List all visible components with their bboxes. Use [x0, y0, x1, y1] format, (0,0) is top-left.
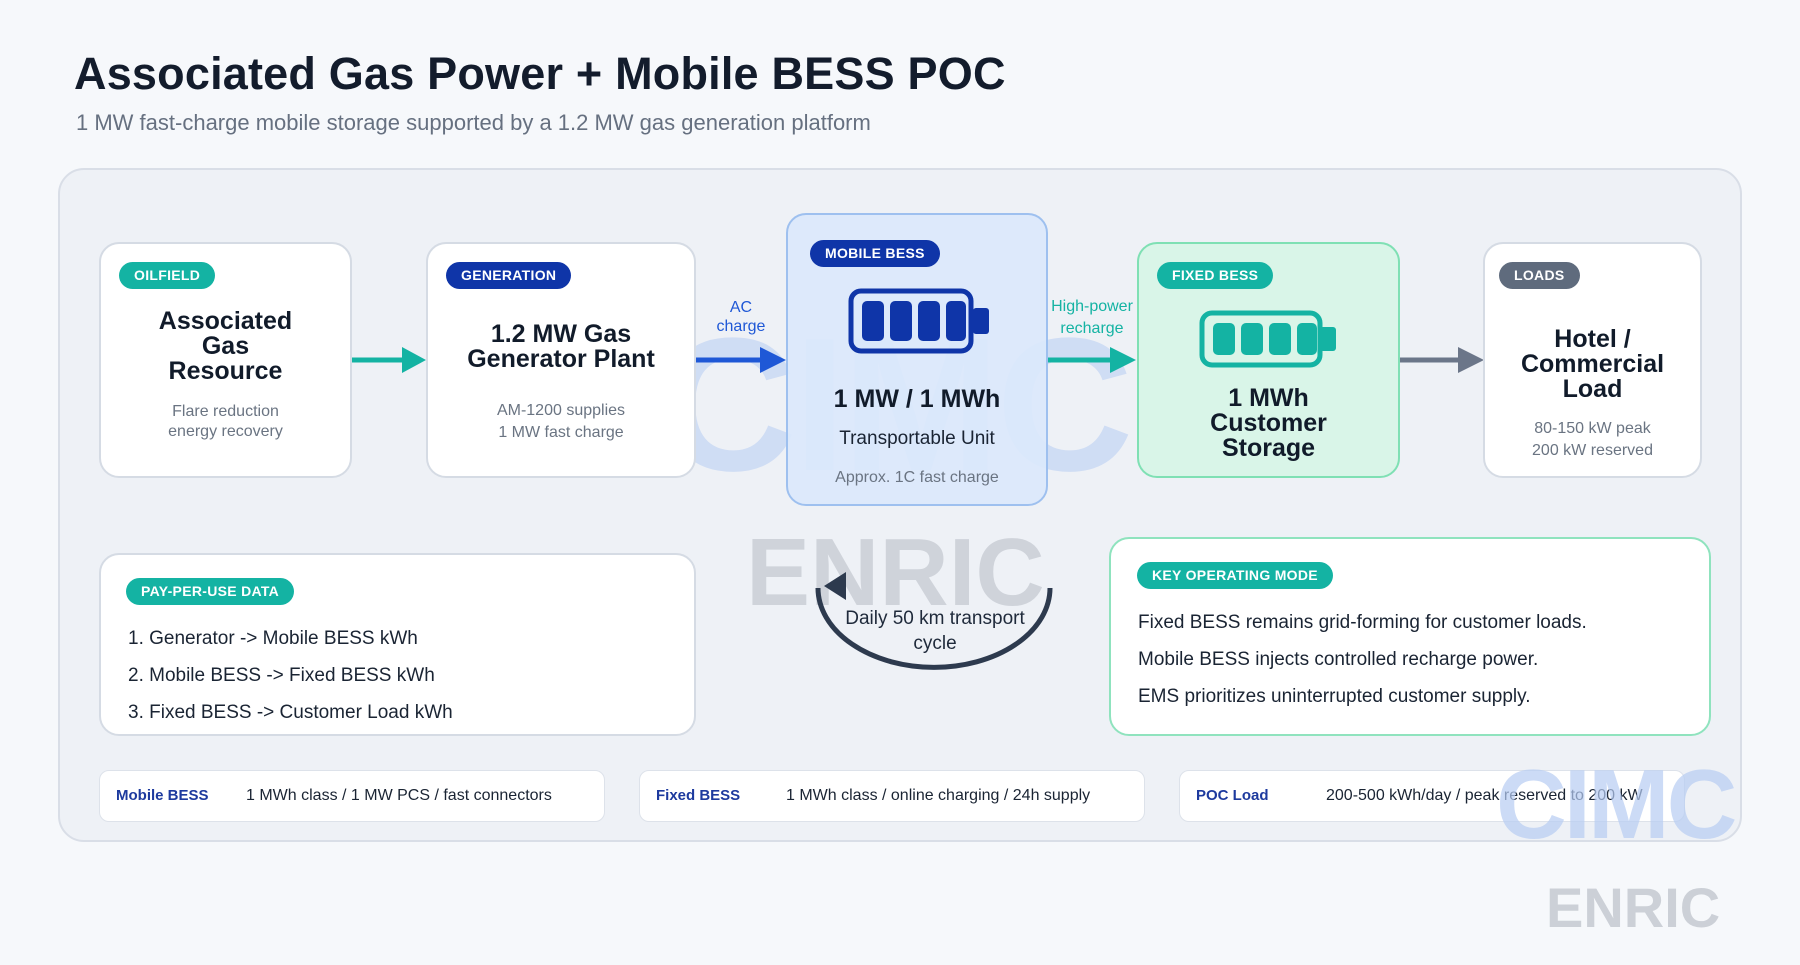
fixed-bess-title-line-2: Customer [1210, 409, 1327, 437]
ac-charge-line-1: AC [729, 299, 753, 316]
arrow-mobile-to-fixed [1048, 347, 1136, 373]
pay-per-use-item: 1. Generator -> Mobile BESS kWh [128, 628, 418, 649]
battery-icon [1199, 310, 1336, 368]
pay-per-use-card: PAY-PER-USE DATA 1. Generator -> Mobile … [99, 553, 696, 736]
footer-value: 200-500 kWh/day / peak reserved to 200 k… [1326, 787, 1643, 804]
footer-card-fixed-bess: Fixed BESS 1 MWh class / online charging… [639, 770, 1145, 822]
mobile-bess-title: 1 MW / 1 MWh [833, 385, 1001, 413]
footer-label: Fixed BESS [656, 787, 741, 804]
footer-card-poc-load: POC Load 200-500 kWh/day / peak reserved… [1179, 770, 1685, 822]
oilfield-title-line-1: Associated [158, 307, 293, 335]
arrow-fixed-to-loads [1400, 347, 1484, 373]
recharge-label: High-power recharge [1048, 297, 1136, 338]
recharge-line-1: High-power [1051, 298, 1133, 315]
page-title: Associated Gas Power + Mobile BESS POC [74, 48, 1006, 99]
battery-icon [848, 288, 989, 354]
transport-cycle-line-2: cycle [913, 633, 957, 654]
transport-cycle-arrow [815, 572, 1053, 670]
footer-label: POC Load [1196, 787, 1269, 804]
generation-tag: GENERATION [446, 262, 572, 289]
generation-card: GENERATION 1.2 MW Gas Generator Plant AM… [426, 242, 696, 478]
key-mode-item: Mobile BESS injects controlled recharge … [1138, 649, 1539, 670]
generation-title-line-2: Generator Plant [467, 345, 655, 373]
generation-title-line-1: 1.2 MW Gas [490, 320, 632, 348]
mobile-bess-note: Approx. 1C fast charge [835, 469, 999, 486]
oilfield-sub-line-1: Flare reduction [172, 403, 279, 420]
arrow-generation-to-mobile [696, 347, 786, 373]
fixed-bess-title-line-3: Storage [1221, 434, 1316, 462]
loads-sub-line-1: 80-150 kW peak [1534, 420, 1651, 437]
mobile-bess-subtitle: Transportable Unit [839, 428, 995, 449]
mobile-bess-tag: MOBILE BESS [810, 240, 940, 267]
oilfield-tag: OILFIELD [119, 262, 216, 289]
loads-title-line-2: Commercial [1520, 350, 1665, 378]
ac-charge-line-2: charge [716, 318, 766, 335]
transport-cycle-line-1: Daily 50 km transport [845, 608, 1025, 629]
pay-per-use-item: 3. Fixed BESS -> Customer Load kWh [128, 702, 453, 723]
pay-per-use-item: 2. Mobile BESS -> Fixed BESS kWh [128, 665, 435, 686]
loads-title-line-1: Hotel / [1554, 325, 1631, 353]
key-mode-item: EMS prioritizes uninterrupted customer s… [1138, 686, 1531, 707]
key-operating-mode-tag: KEY OPERATING MODE [1137, 562, 1333, 589]
footer-value: 1 MWh class / online charging / 24h supp… [786, 787, 1091, 804]
footer-value: 1 MWh class / 1 MW PCS / fast connectors [246, 787, 552, 804]
loads-tag: LOADS [1499, 262, 1580, 289]
loads-title-line-3: Load [1562, 375, 1623, 403]
footer-label: Mobile BESS [116, 787, 209, 804]
mobile-bess-card: MOBILE BESS 1 MW / 1 MWh Transportable U… [786, 213, 1048, 506]
arrow-oilfield-to-generation [352, 347, 426, 373]
recharge-line-2: recharge [1060, 320, 1124, 337]
page-subtitle: 1 MW fast-charge mobile storage supporte… [76, 110, 871, 135]
fixed-bess-card: FIXED BESS 1 MWh Customer Storage [1137, 242, 1400, 478]
loads-sub-line-2: 200 kW reserved [1532, 442, 1653, 459]
key-mode-item: Fixed BESS remains grid-forming for cust… [1138, 612, 1587, 633]
oilfield-card: OILFIELD Associated Gas Resource Flare r… [99, 242, 352, 478]
transport-cycle-label: Daily 50 km transport cycle [820, 606, 1050, 656]
fixed-bess-title-line-1: 1 MWh [1228, 384, 1309, 412]
generation-sub-line-2: 1 MW fast charge [498, 424, 624, 441]
ac-charge-label: AC charge [700, 298, 782, 336]
key-operating-mode-card: KEY OPERATING MODE Fixed BESS remains gr… [1109, 537, 1711, 736]
generation-sub-line-1: AM-1200 supplies [496, 402, 626, 419]
oilfield-title-line-2: Gas [201, 332, 250, 360]
footer-card-mobile-bess: Mobile BESS 1 MWh class / 1 MW PCS / fas… [99, 770, 605, 822]
loads-card: LOADS Hotel / Commercial Load 80-150 kW … [1483, 242, 1702, 478]
pay-per-use-tag: PAY-PER-USE DATA [126, 578, 295, 605]
oilfield-sub-line-2: energy recovery [168, 423, 283, 440]
oilfield-title-line-3: Resource [168, 357, 283, 385]
fixed-bess-tag: FIXED BESS [1157, 262, 1274, 289]
